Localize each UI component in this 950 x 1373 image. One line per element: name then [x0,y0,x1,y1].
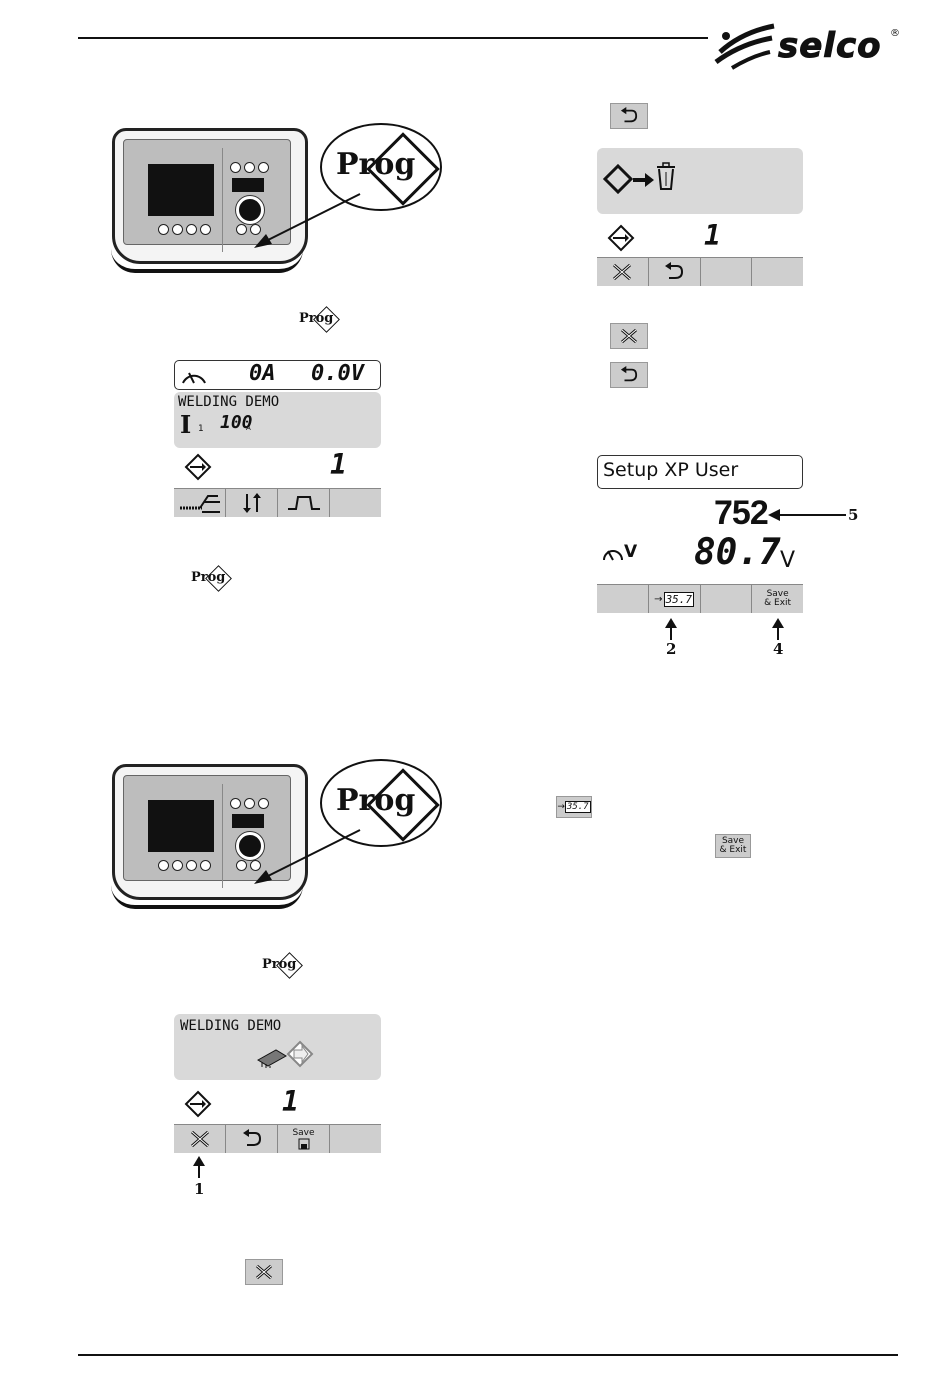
panel-display [148,800,214,852]
callout-4: 4 [773,640,783,658]
callout-arrow-left [768,508,848,522]
softkey-empty-4[interactable] [752,258,803,286]
prog-key-icon: Prog [191,566,231,594]
program-name: WELDING DEMO [180,1018,281,1034]
softkey-empty-3[interactable] [701,258,753,286]
callout-2: 2 [666,640,676,658]
inline-save-line2: & Exit [720,846,747,855]
softkey-bar-4: → 35.7 Save & Exit [597,584,803,613]
program-name: WELDING DEMO [178,394,279,410]
panel-display [148,164,214,216]
inline-cancel-key [245,1259,283,1285]
softkey-empty-1[interactable] [330,489,381,517]
softkey-mode[interactable] [226,489,278,517]
save-label: Save [292,1129,314,1138]
arrow-right-icon [633,172,655,188]
gauge-icon [179,363,209,387]
softkey-bar-2: Save [174,1124,381,1153]
close-x-icon [189,1129,211,1149]
inline-cancel-key [610,323,648,349]
voltage-gauge-icon [602,546,624,562]
setup-title: Setup XP User [603,459,738,481]
undo-arrow-icon [663,262,685,282]
callout-arrow-up [777,620,779,640]
voltage-value: 80.7 [694,532,781,573]
lcd-setup-title: Setup XP User [597,455,803,489]
callout-arrow-up [670,620,672,640]
prog-label: Prog [336,783,415,818]
softkey-bar-3 [597,257,803,286]
program-number: 1 [704,219,721,252]
close-x-icon [619,327,639,345]
prog-key-icon: Prog [262,953,302,981]
voltage-readout: 0.0V [311,361,364,386]
softkey-cancel[interactable] [174,1125,226,1153]
undo-arrow-icon [619,366,639,384]
program-number: 1 [282,1085,299,1118]
arrow-into-box-icon: → [654,594,662,605]
softkey-save-exit[interactable]: Save & Exit [752,585,803,613]
selco-wordmark: selco [778,26,881,66]
param-unit: A [246,424,251,432]
setup-value: 752 [714,494,768,533]
program-select-icon [184,453,212,481]
voltage-label: V [624,542,637,562]
softkey-save[interactable]: Save [278,1125,330,1153]
lcd-main-area: WELDING DEMO I 1 100 A [174,392,381,448]
voltage-unit: V [780,548,795,573]
param-symbol: I [180,410,191,439]
close-x-icon [611,262,633,282]
program-diamond-icon [603,164,633,194]
trash-bin-icon [655,162,677,192]
header-rule [78,37,708,39]
selco-logo: selco ® [712,22,902,72]
program-select-icon [607,224,635,252]
softkey-empty-5[interactable] [597,585,649,613]
softkey-empty-6[interactable] [701,585,753,613]
undo-arrow-icon [619,107,639,125]
current-readout: 0A [249,361,276,386]
memory-chip-icon [254,1046,290,1068]
softkey-process[interactable] [174,489,226,517]
softkey-cancel[interactable] [597,258,649,286]
softkey-bar-1 [174,488,381,517]
callout-arrow-up [198,1158,200,1178]
lcd-delete-screen [597,148,803,214]
softkey-arc-length[interactable]: → 35.7 [649,585,701,613]
up-down-arrows-icon [239,492,265,514]
softkey-waveform[interactable] [278,489,330,517]
softkey-arc-value: 35.7 [664,592,695,607]
inline-save-exit-key: Save & Exit [715,834,751,858]
prog-label: Prog [336,147,415,182]
floppy-disk-icon [298,1138,310,1150]
close-x-icon [254,1263,274,1281]
callout-arrow-1 [250,190,370,270]
pulse-waveform-icon [286,493,322,513]
undo-arrow-icon [241,1129,263,1149]
inline-arc-value: 35.7 [565,801,591,813]
inline-arc-length-key: → 35.7 [556,796,592,818]
callout-5: 5 [848,506,858,524]
registered-mark: ® [890,28,900,39]
softkey-back[interactable] [649,258,701,286]
lcd-save-screen: WELDING DEMO [174,1014,381,1080]
program-number: 1 [330,448,347,481]
softkey-empty-2[interactable] [330,1125,381,1153]
prog-key-icon: Prog [299,307,339,335]
inline-back-key [610,103,648,129]
callout-1: 1 [194,1180,204,1198]
softkey-back[interactable] [226,1125,278,1153]
lcd-status-bar: 0A 0.0V [174,360,381,390]
program-select-icon [184,1090,212,1118]
save-exit-line2: & Exit [764,599,791,608]
param-sub: 1 [198,424,204,434]
selco-swoosh-icon [712,22,778,72]
inline-back-key [610,362,648,388]
callout-arrow-2 [250,826,370,906]
program-diamond-icon [286,1040,314,1068]
footer-rule [78,1354,898,1356]
torch-process-icon [178,492,222,514]
